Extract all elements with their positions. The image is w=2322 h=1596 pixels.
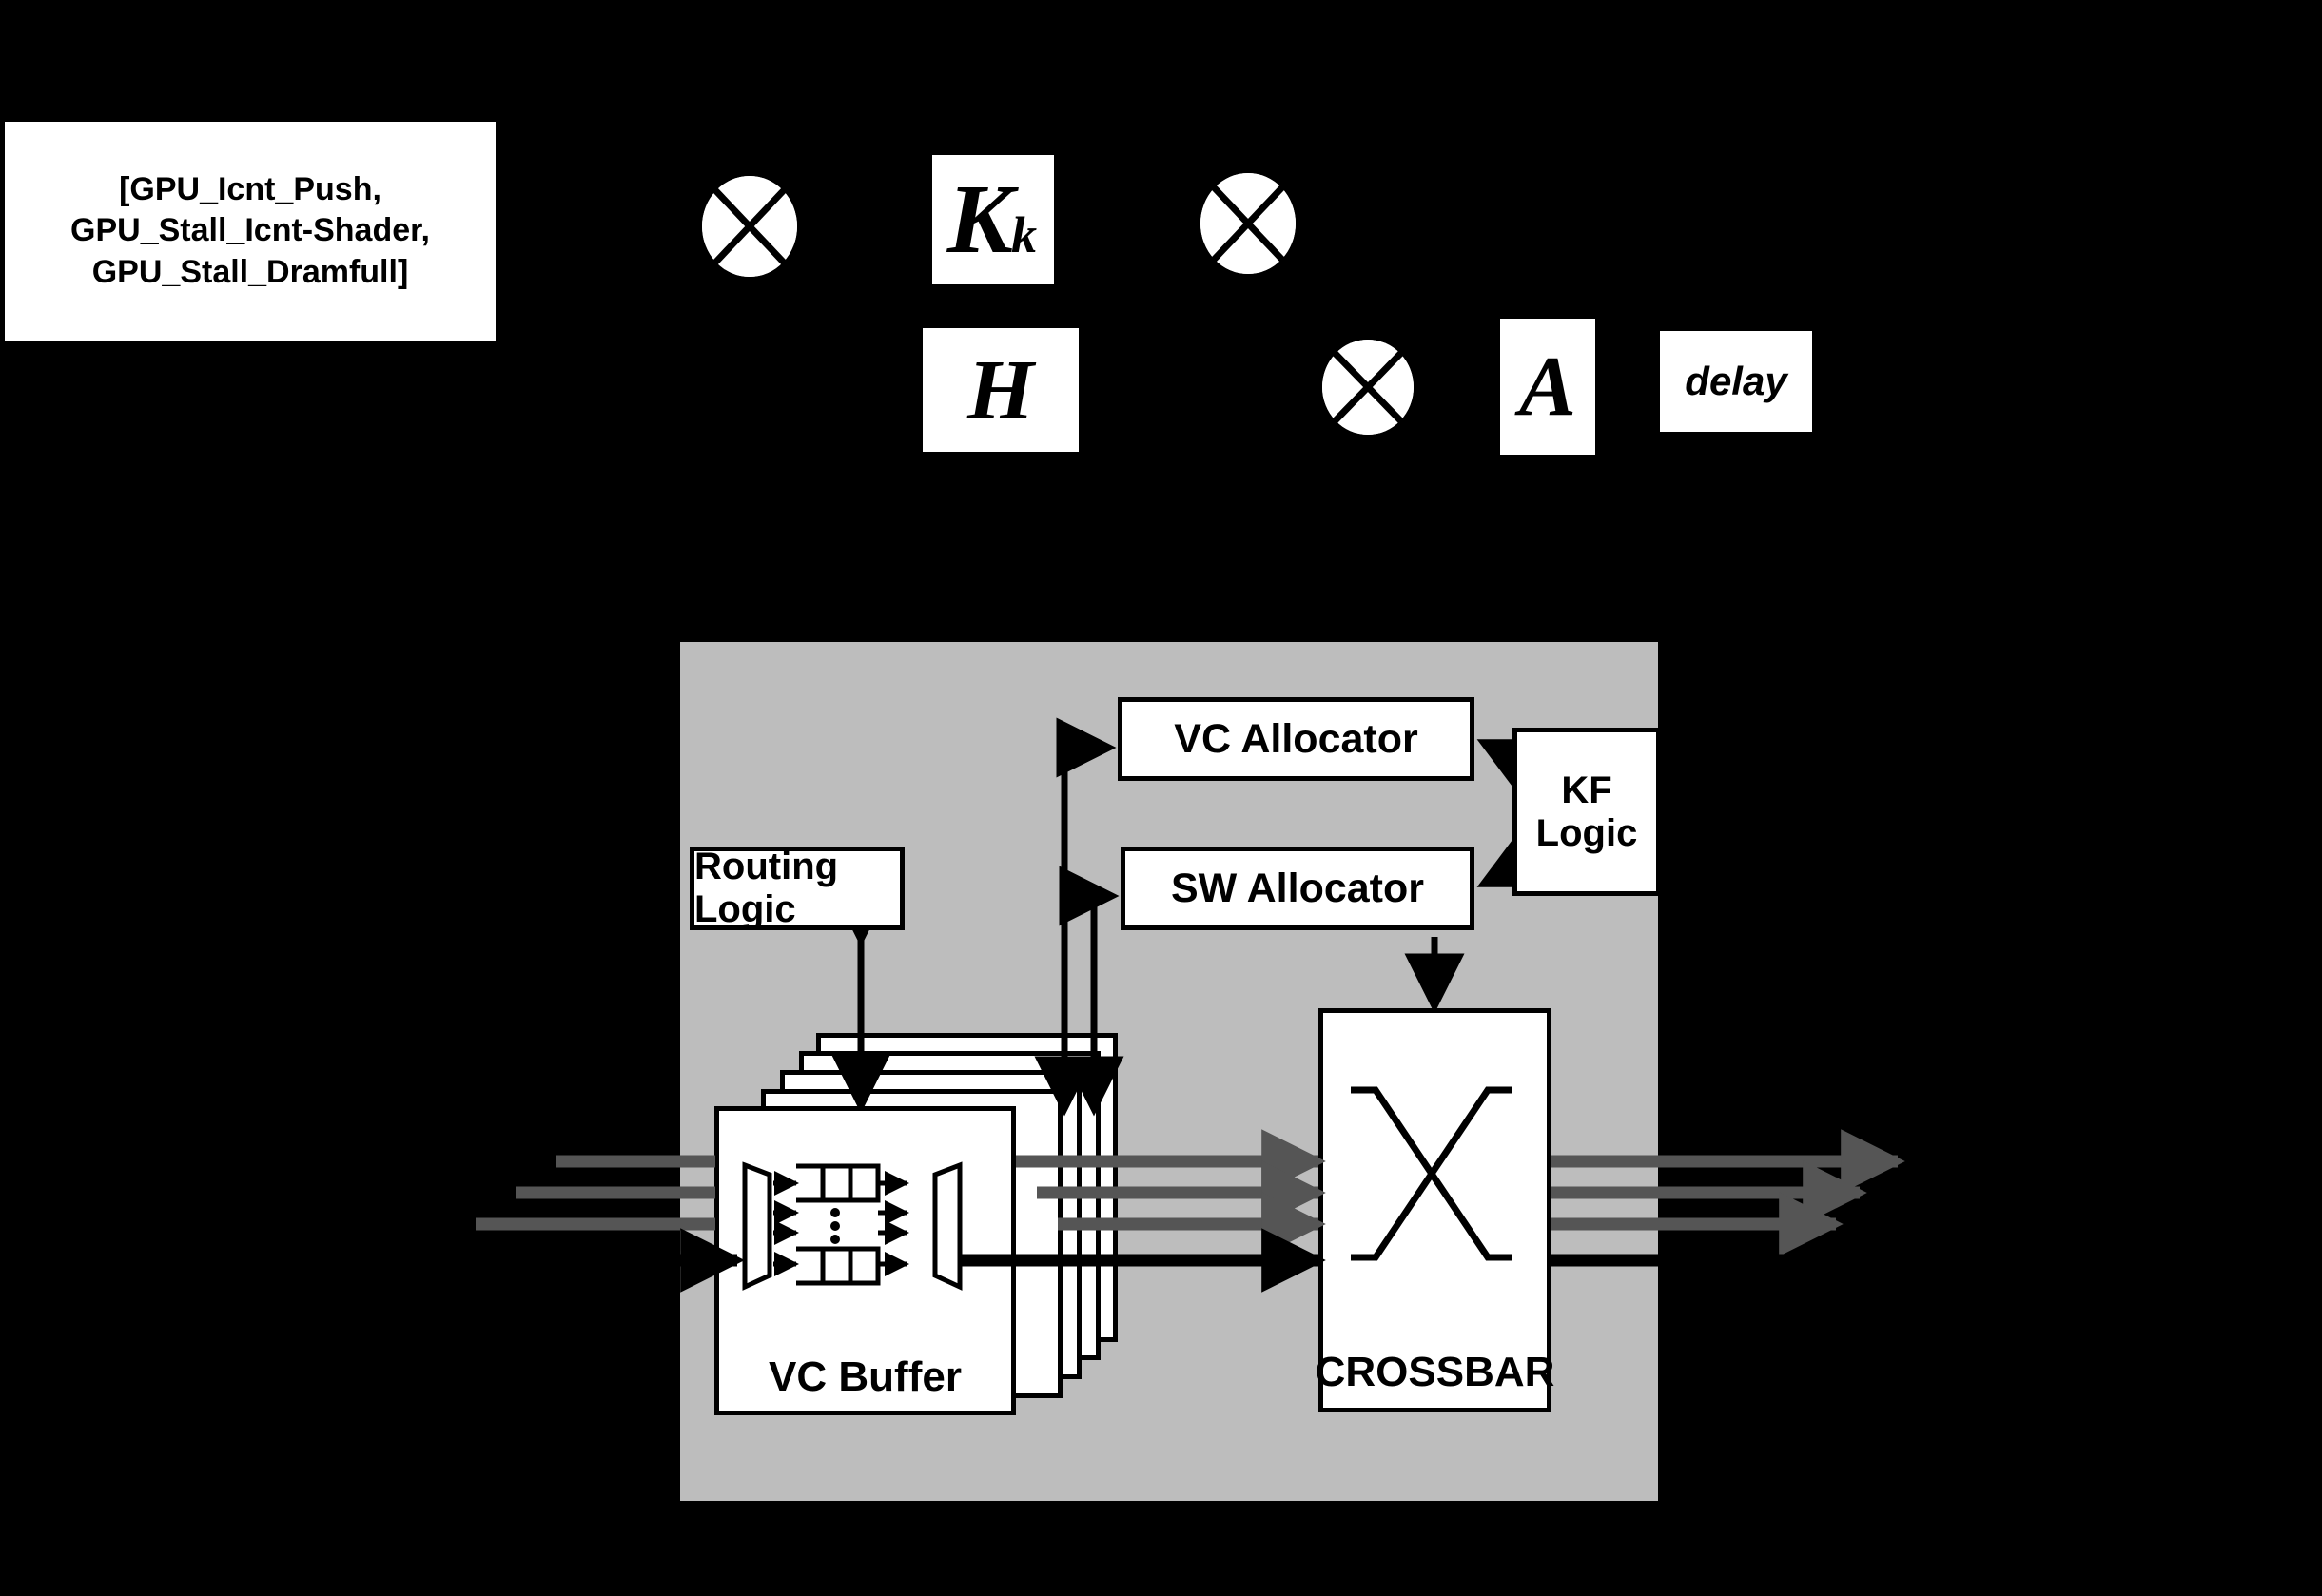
kf-logic-label-line-1: KF: [1561, 769, 1612, 811]
kf-logic-block: KF Logic: [1512, 728, 1661, 896]
routing-logic-block: Routing Logic: [690, 846, 905, 930]
circle-x-multiplier-icon: [702, 176, 797, 277]
crossbar-block: CROSSBAR: [1316, 1008, 1554, 1412]
sw-allocator-label: SW Allocator: [1171, 865, 1424, 911]
delay-block: delay: [1660, 331, 1812, 432]
circle-x-multiplier-icon: [1200, 173, 1296, 274]
observation-matrix-block: H: [923, 328, 1079, 452]
vc-allocator-block: VC Allocator: [1118, 697, 1474, 781]
crossbar-label: CROSSBAR: [1315, 1349, 1555, 1395]
circle-x-multiplier-icon: [1322, 340, 1414, 435]
vc-buffer-internals: [742, 1161, 963, 1291]
kalman-gain-subscript: k: [1011, 206, 1038, 264]
observation-matrix-symbol: H: [966, 342, 1034, 438]
kalman-gain-symbol: K: [946, 165, 1014, 274]
vc-buffer-label: VC Buffer: [769, 1353, 962, 1400]
vc-allocator-label: VC Allocator: [1174, 715, 1418, 762]
crossbar-switch-icon: [1351, 1086, 1512, 1261]
state-matrix-symbol: A: [1518, 340, 1577, 434]
kf-logic-label-line-2: Logic: [1535, 811, 1638, 854]
sw-allocator-block: SW Allocator: [1121, 847, 1474, 930]
routing-logic-label: Routing Logic: [694, 846, 839, 930]
delay-label: delay: [1685, 359, 1787, 403]
gpu-metrics-label: [GPU_Icnt_Push, GPU_Stall_Icnt-Shader, G…: [5, 122, 496, 341]
metrics-line-2: GPU_Stall_Icnt-Shader,: [70, 212, 430, 249]
state-matrix-block: A: [1500, 319, 1595, 455]
metrics-line-1: [GPU_Icnt_Push,: [119, 170, 381, 207]
metrics-line-3: GPU_Stall_Dramfull]: [91, 253, 409, 290]
